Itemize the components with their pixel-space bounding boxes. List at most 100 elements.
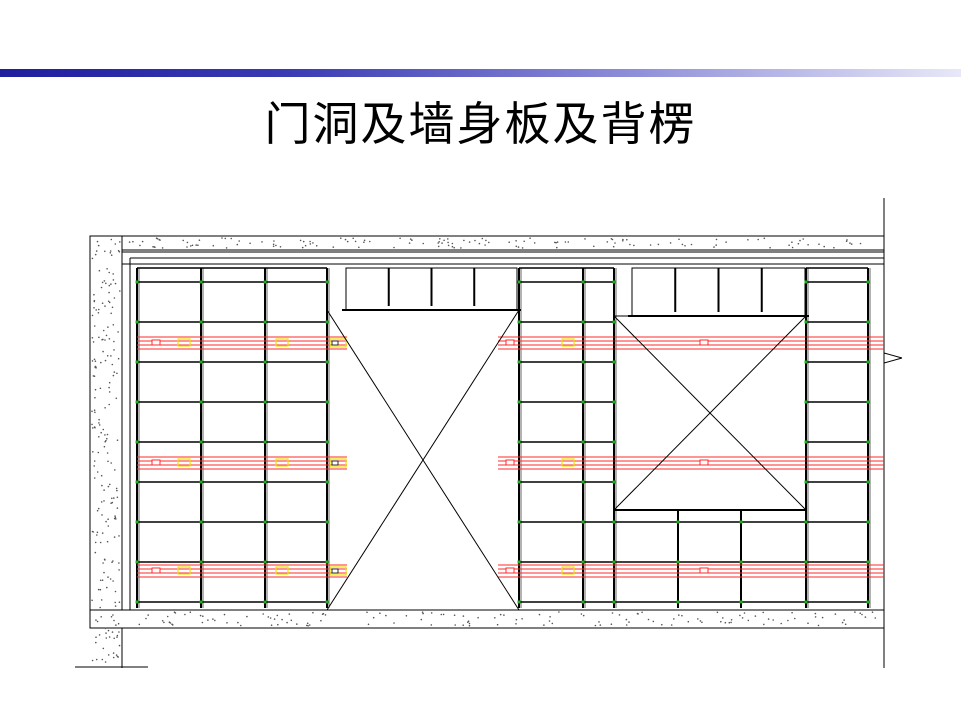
concrete-speck [769, 246, 771, 249]
connection-node [739, 600, 743, 604]
concrete-speck [503, 614, 505, 616]
tie-bolt-box [699, 459, 709, 466]
concrete-speck [113, 340, 115, 343]
concrete-speck [108, 403, 110, 406]
concrete-speck [393, 622, 395, 624]
concrete-speck [807, 622, 809, 624]
concrete-speck [95, 250, 98, 252]
concrete-speck [849, 242, 851, 244]
concrete-speck [321, 613, 324, 615]
concrete-speck [306, 624, 308, 627]
concrete-speck [101, 484, 103, 487]
concrete-speck [113, 536, 116, 538]
concrete-speck [697, 618, 699, 620]
concrete-speck [91, 337, 94, 339]
connection-node [581, 440, 585, 444]
concrete-speck [468, 241, 471, 243]
concrete-speck [104, 434, 106, 436]
concrete-speck [159, 239, 161, 241]
concrete-speck [346, 240, 349, 243]
concrete-speck [309, 240, 311, 243]
concrete-speck [117, 357, 120, 360]
concrete-speck [366, 611, 368, 614]
connection-node [581, 520, 585, 524]
concrete-speck [108, 284, 111, 287]
concrete-speck [715, 244, 717, 246]
concrete-speck [195, 244, 197, 246]
concrete-speck [787, 619, 789, 622]
concrete-speck [844, 623, 847, 626]
connection-node [804, 400, 808, 404]
concrete-speck [743, 612, 746, 614]
concrete-speck [687, 620, 690, 623]
concrete-speck [97, 588, 100, 591]
connection-node [676, 600, 680, 604]
concrete-speck [93, 325, 96, 327]
concrete-speck [344, 238, 347, 241]
concrete-speck [105, 334, 108, 337]
connection-node [199, 480, 203, 484]
concrete-speck [859, 242, 862, 245]
concrete-speck [108, 391, 111, 393]
concrete-speck [112, 614, 114, 616]
connection-node [263, 600, 267, 604]
concrete-speck [118, 631, 120, 633]
concrete-speck [610, 623, 613, 625]
concrete-speck [763, 623, 765, 626]
concrete-speck [363, 239, 366, 242]
concrete-speck [430, 624, 433, 626]
concrete-speck [93, 477, 96, 479]
concrete-speck [799, 239, 801, 242]
concrete-speck [116, 636, 118, 638]
concrete-speck [315, 245, 318, 247]
connection-node [199, 520, 203, 524]
concrete-speck [161, 247, 164, 249]
connection-node [325, 600, 329, 604]
concrete-walls [75, 198, 903, 668]
concrete-speck [91, 599, 93, 602]
concrete-speck [107, 525, 110, 527]
concrete-speck [198, 239, 201, 241]
concrete-speck [780, 622, 782, 625]
concrete-speck [720, 620, 722, 623]
connection-node [866, 520, 870, 524]
concrete-speck [296, 623, 298, 625]
concrete-speck [99, 579, 102, 582]
concrete-speck [107, 518, 109, 520]
connection-node [325, 320, 329, 324]
concrete-speck [100, 286, 103, 289]
concrete-speck [141, 240, 144, 243]
concrete-speck [103, 571, 105, 574]
concrete-speck [91, 659, 94, 662]
concrete-speck [132, 240, 134, 243]
concrete-speck [100, 616, 102, 618]
concrete-speck [94, 365, 97, 368]
concrete-speck [92, 531, 94, 533]
concrete-speck [352, 237, 355, 240]
concrete-speck [494, 617, 496, 619]
concrete-speck [110, 355, 112, 357]
concrete-speck [754, 615, 757, 617]
concrete-speck [112, 652, 115, 654]
tie-label-mark [561, 338, 575, 347]
concrete-speck [622, 238, 624, 241]
concrete-speck [272, 245, 275, 248]
concrete-speck [100, 474, 103, 477]
title-bar [0, 69, 961, 77]
connection-node [517, 560, 521, 564]
concrete-speck [286, 621, 288, 624]
concrete-speck [533, 242, 536, 244]
concrete-speck [98, 436, 100, 438]
concrete-speck [91, 257, 94, 260]
tie-label-mark [275, 566, 289, 575]
concrete-speck [641, 611, 643, 614]
concrete-speck [110, 238, 113, 241]
concrete-speck [369, 240, 371, 243]
concrete-speck [669, 242, 672, 244]
connection-node [199, 400, 203, 404]
concrete-speck [113, 497, 115, 499]
concrete-speck [221, 237, 223, 239]
waler-end-bracket [329, 338, 347, 348]
concrete-speck [673, 618, 675, 620]
